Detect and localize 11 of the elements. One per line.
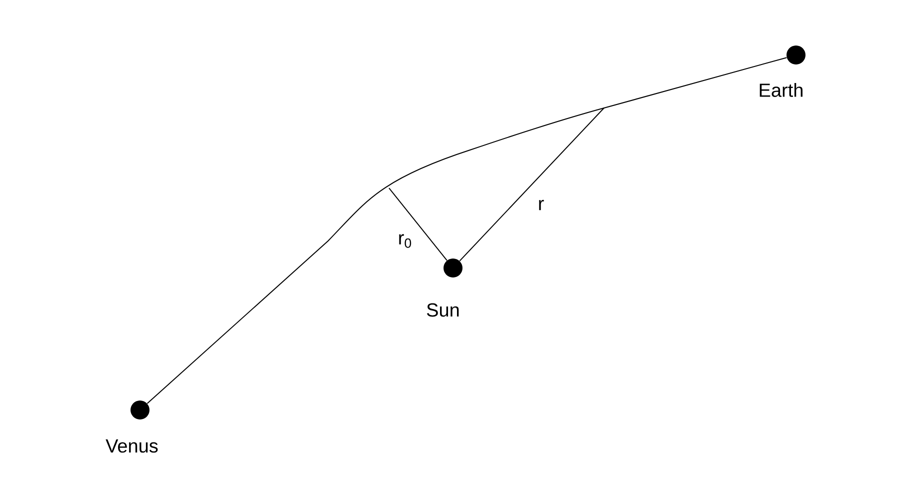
dot: [444, 258, 462, 278]
dot: [786, 46, 806, 64]
planet-label: Earth: [760, 83, 802, 97]
dot: [130, 400, 150, 420]
distance-line: [459, 108, 604, 262]
distance-label: r$_{0}$: [396, 233, 414, 249]
distance-line: [388, 188, 448, 261]
planet-label: Venus: [106, 439, 158, 453]
distance-label: r: [536, 198, 546, 212]
planet-label: Sun: [426, 303, 459, 317]
light-path: [146, 57, 788, 404]
